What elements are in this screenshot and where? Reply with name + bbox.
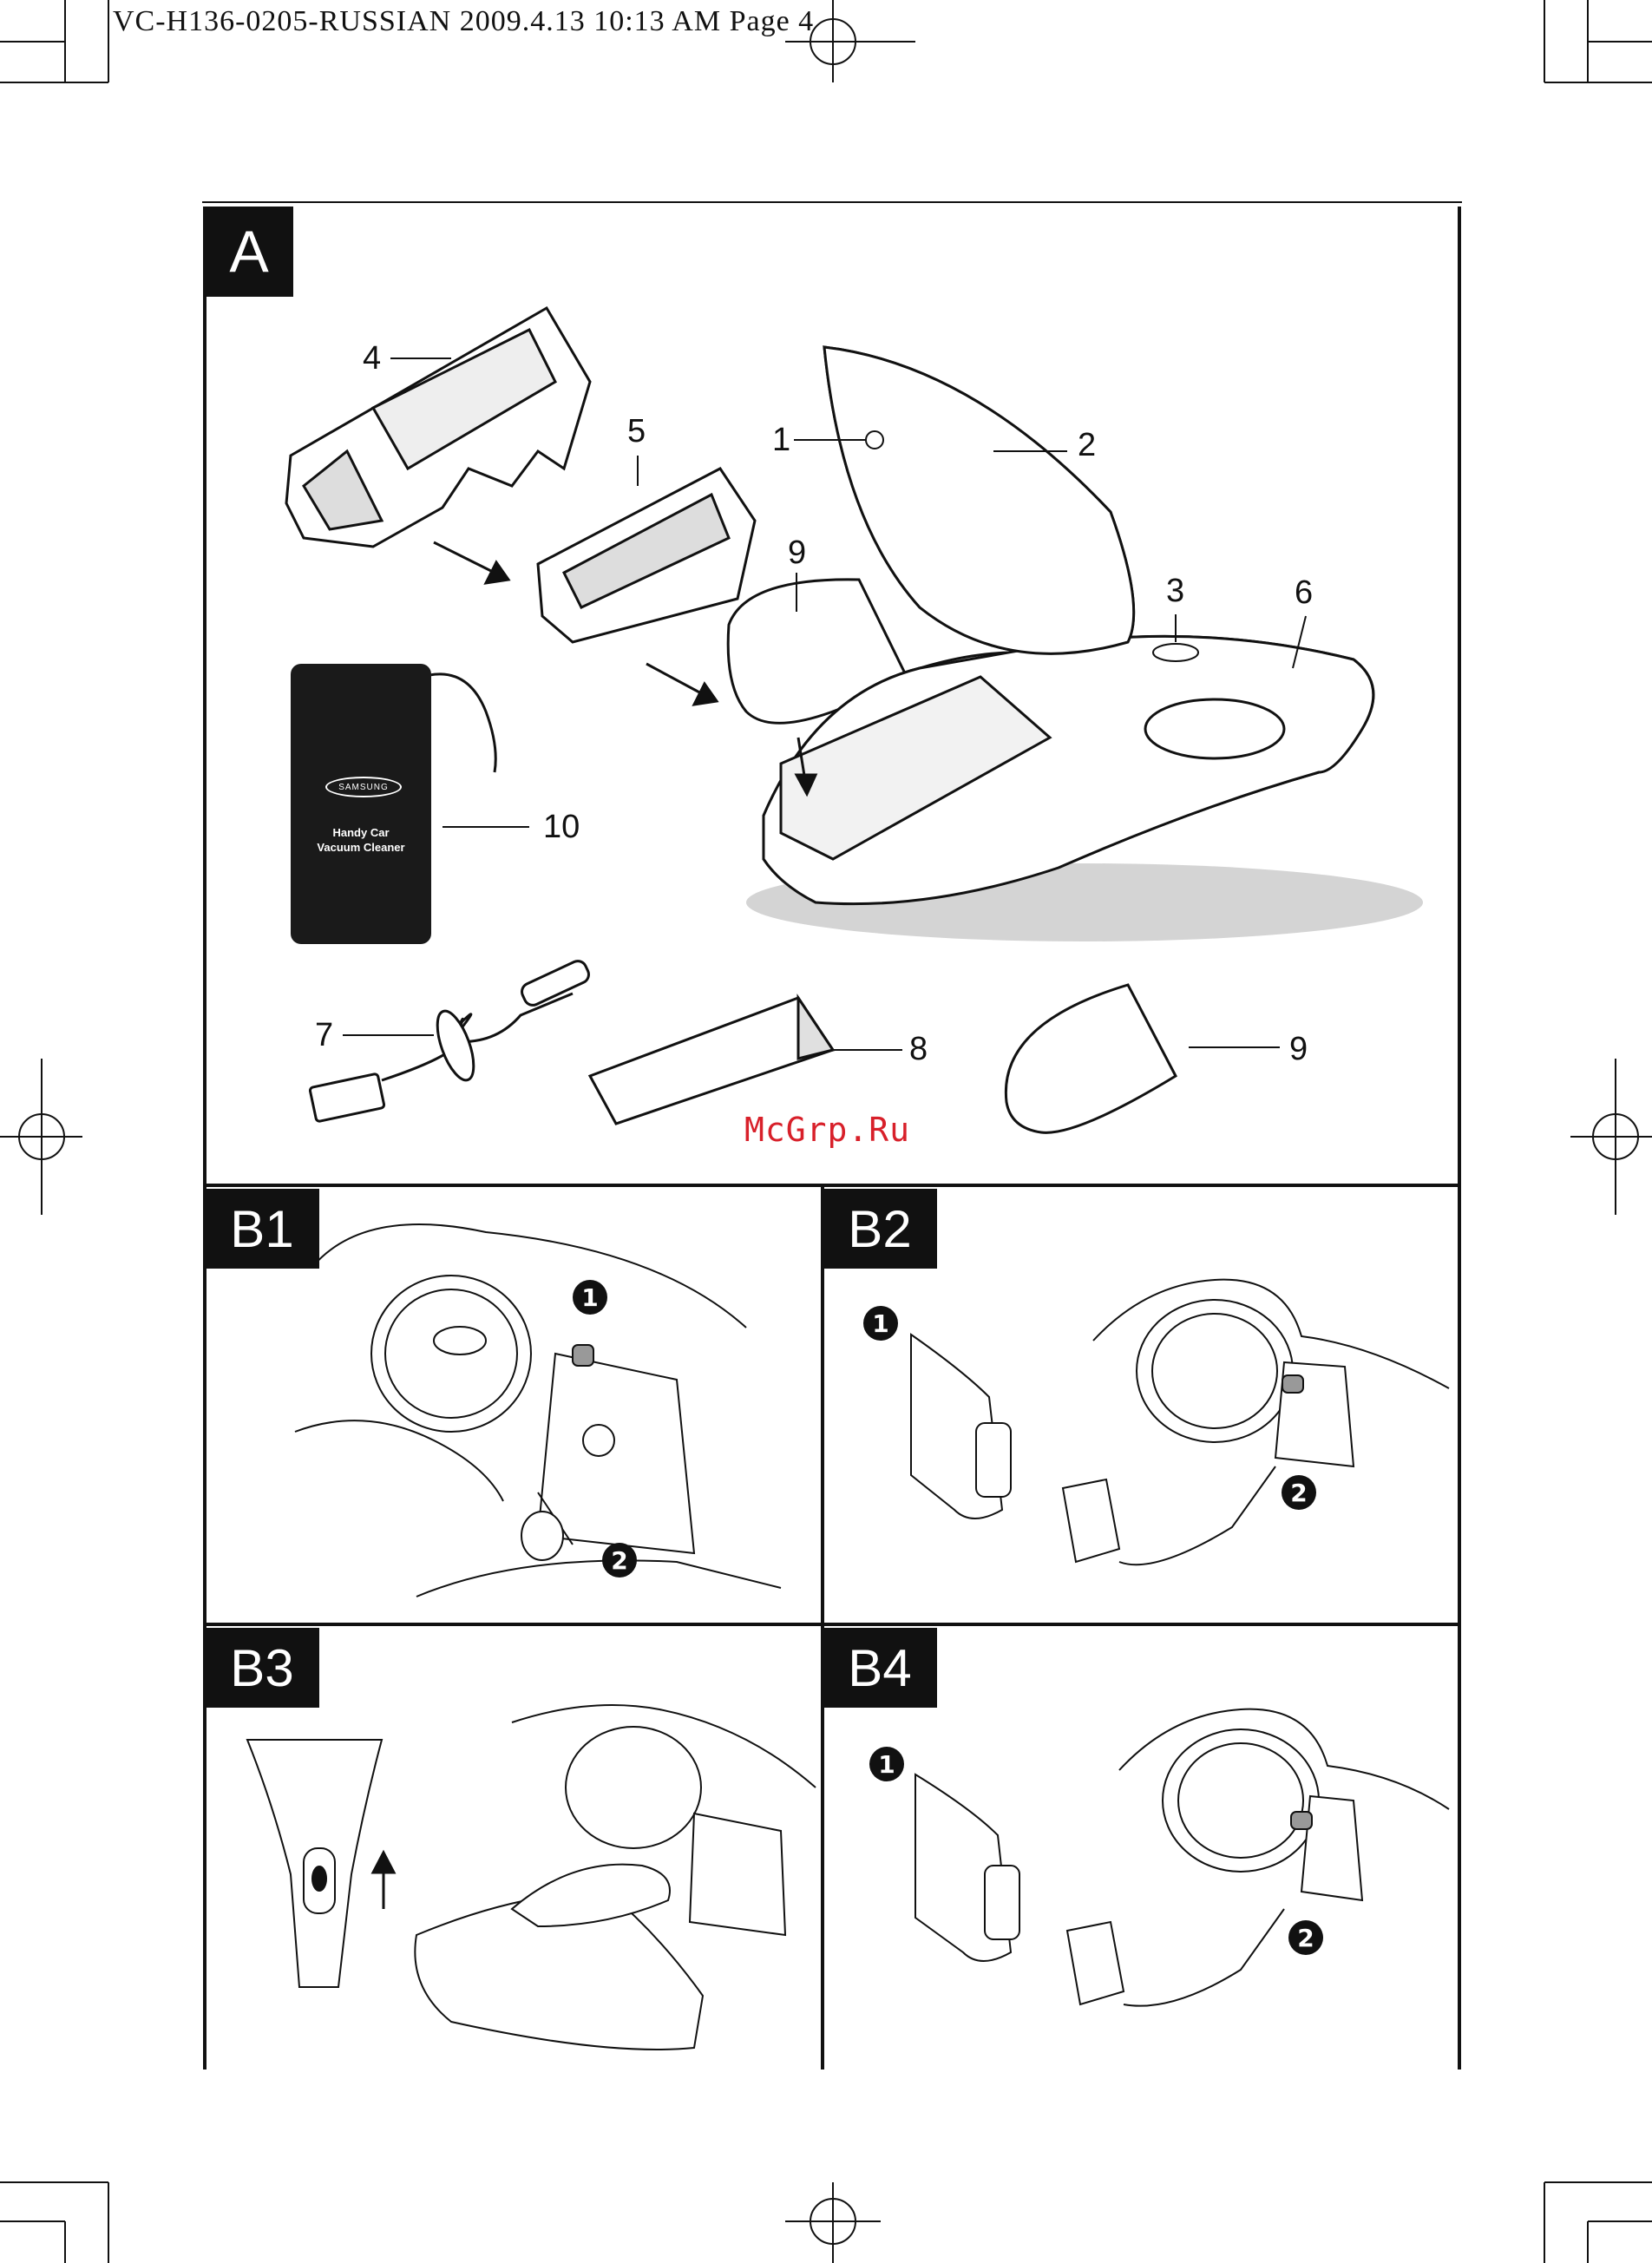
b4-step-2-marker: 2 xyxy=(1288,1920,1323,1955)
callout-2: 2 xyxy=(1078,427,1096,464)
b2-step-2-marker: 2 xyxy=(1282,1475,1316,1510)
callout-9-top: 9 xyxy=(788,535,806,572)
b4-step-1-marker: 1 xyxy=(869,1747,904,1781)
b1-step-2-marker: 2 xyxy=(602,1543,637,1578)
callout-1: 1 xyxy=(772,422,790,459)
storage-bag-title-line1: Handy Car xyxy=(291,825,431,840)
watermark: McGrp.Ru xyxy=(744,1111,910,1149)
storage-bag: SAMSUNG Handy Car Vacuum Cleaner xyxy=(291,664,431,944)
b2-step-1-marker: 1 xyxy=(863,1306,898,1341)
callout-7: 7 xyxy=(315,1017,333,1054)
callout-3: 3 xyxy=(1166,573,1184,610)
storage-bag-title: Handy Car Vacuum Cleaner xyxy=(291,825,431,855)
callout-4: 4 xyxy=(363,340,381,377)
section-b3-tab: B3 xyxy=(205,1628,319,1708)
storage-bag-title-line2: Vacuum Cleaner xyxy=(291,840,431,855)
callout-6: 6 xyxy=(1295,574,1313,612)
callout-10: 10 xyxy=(543,809,580,846)
section-b4-tab: B4 xyxy=(823,1628,937,1708)
callout-9-bottom: 9 xyxy=(1289,1031,1308,1068)
callout-8: 8 xyxy=(909,1031,928,1068)
section-b2-tab: B2 xyxy=(823,1189,937,1269)
samsung-logo: SAMSUNG xyxy=(325,777,402,797)
b1-step-1-marker: 1 xyxy=(573,1280,607,1315)
callout-5: 5 xyxy=(627,413,646,450)
section-a-tab: A xyxy=(205,207,293,297)
section-b1-tab: B1 xyxy=(205,1189,319,1269)
